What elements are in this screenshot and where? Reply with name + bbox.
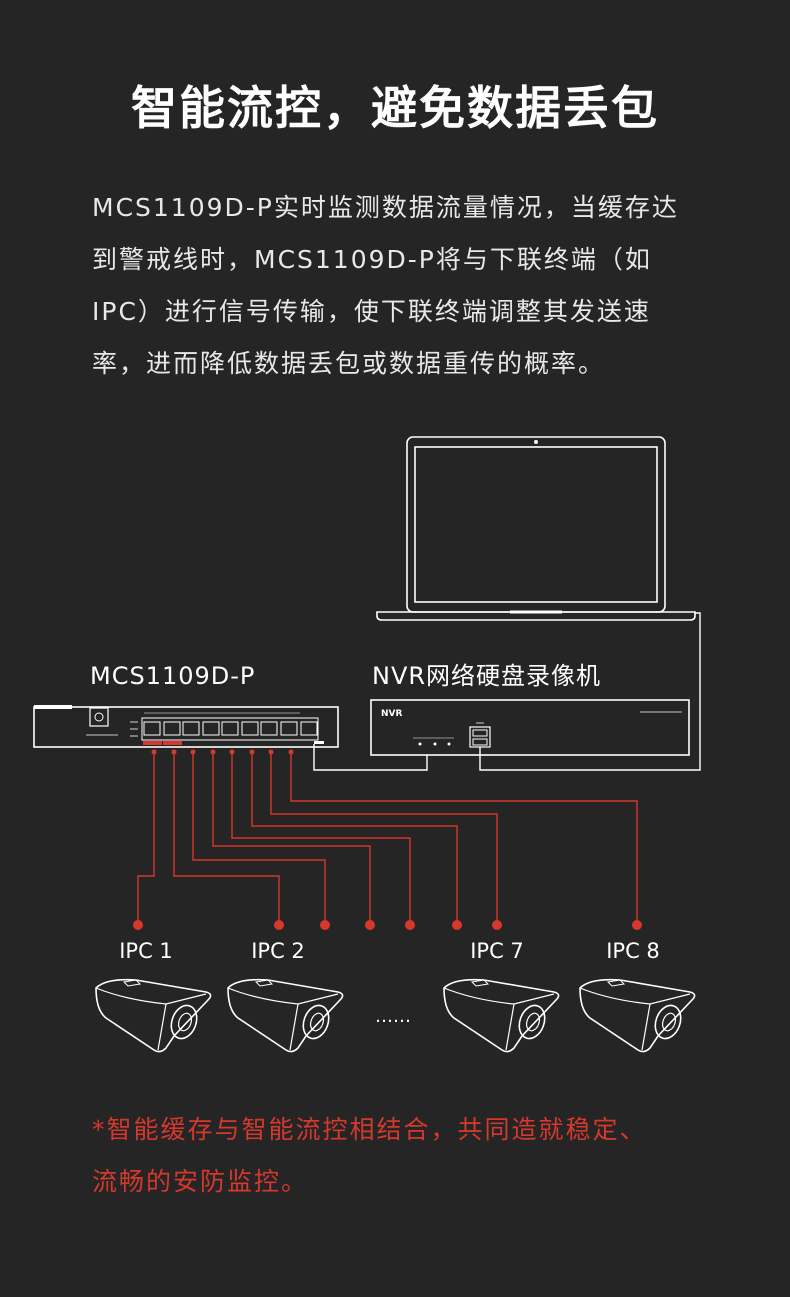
- port-endpoint: [249, 749, 255, 755]
- downlink-cable: [192, 752, 326, 925]
- camera-label-2: IPC 2: [251, 939, 305, 963]
- camera-endpoint: [320, 920, 330, 930]
- switch-port: [202, 721, 220, 736]
- downlink-cable: [212, 752, 371, 925]
- downlink-cable: [231, 752, 411, 925]
- description-text: MCS1109D-P实时监测数据流量情况，当缓存达 到警戒线时，MCS1109D…: [92, 193, 679, 378]
- footnote-text: *智能缓存与智能流控相结合，共同造就稳定、 流畅的安防监控。: [92, 1115, 647, 1196]
- laptop-icon: [376, 436, 696, 621]
- switch-port: [260, 721, 278, 736]
- port-endpoint: [151, 749, 157, 755]
- switch-port: [163, 721, 181, 736]
- camera-icon-1: [95, 978, 212, 1053]
- switch-port: [143, 721, 161, 736]
- camera-endpoint: [133, 920, 143, 930]
- downlink-cable: [290, 752, 638, 925]
- downlink-endpoints: [133, 749, 642, 930]
- camera-label-8: IPC 8: [606, 939, 660, 963]
- switch-label: MCS1109D-P: [90, 662, 255, 690]
- port-endpoint: [268, 749, 274, 755]
- camera-endpoint: [365, 920, 375, 930]
- downlink-cable: [173, 752, 280, 925]
- port-endpoint: [229, 749, 235, 755]
- port-endpoint: [190, 749, 196, 755]
- downlink-cable: [137, 752, 155, 925]
- camera-icon-2: [227, 978, 344, 1053]
- switch-port: [221, 721, 239, 736]
- camera-label-1: IPC 1: [119, 939, 173, 963]
- nvr-panel-label: NVR: [381, 709, 402, 719]
- camera-endpoint: [452, 920, 462, 930]
- ellipsis-text: ……: [375, 1006, 411, 1027]
- port-endpoint: [171, 749, 177, 755]
- nvr-label: NVR网络硬盘录像机: [372, 662, 601, 690]
- camera-endpoint: [274, 920, 284, 930]
- switch-port: [300, 721, 318, 736]
- switch-ports: [143, 721, 318, 736]
- switch-device-icon: [33, 705, 339, 748]
- camera-endpoint: [632, 920, 642, 930]
- port-endpoint: [210, 749, 216, 755]
- switch-port: [280, 721, 298, 736]
- port-endpoint: [288, 749, 294, 755]
- downlink-cable: [251, 752, 458, 925]
- page-title: 智能流控，避免数据丢包: [131, 81, 659, 135]
- switch-port: [241, 721, 259, 736]
- uplink-cables: [313, 612, 701, 771]
- switch-port: [182, 721, 200, 736]
- downlink-cables: [137, 752, 638, 925]
- nvr-device-icon: NVR: [370, 699, 690, 756]
- camera-icon-7: [443, 978, 560, 1053]
- camera-icon-8: [579, 978, 696, 1053]
- camera-label-7: IPC 7: [470, 939, 524, 963]
- camera-endpoint: [492, 920, 502, 930]
- downlink-cable: [270, 752, 498, 925]
- camera-endpoint: [405, 920, 415, 930]
